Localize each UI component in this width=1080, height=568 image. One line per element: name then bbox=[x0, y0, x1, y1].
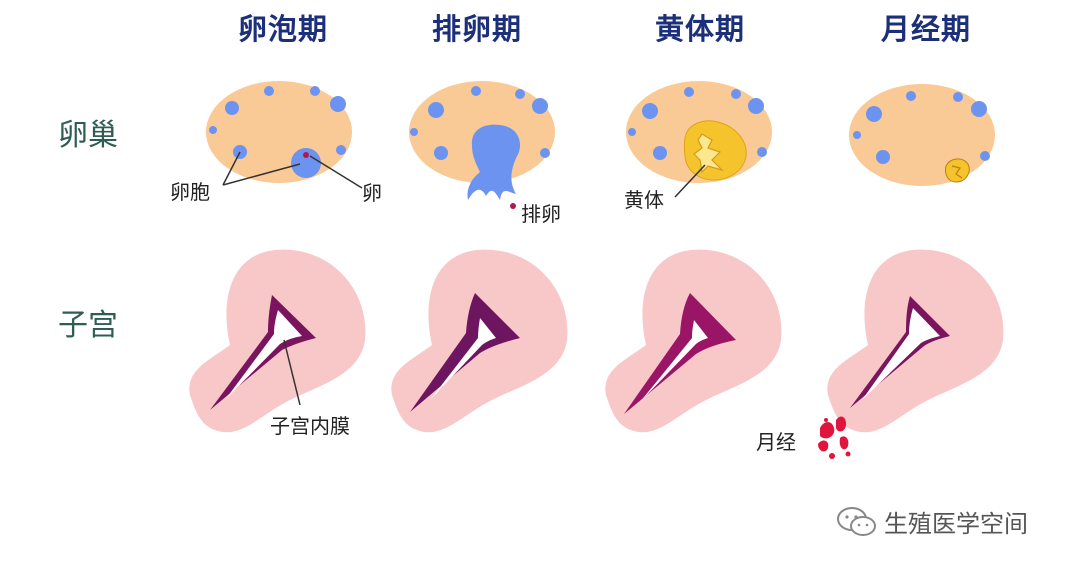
follicle bbox=[684, 87, 694, 97]
follicle-dominant bbox=[291, 148, 321, 178]
follicle bbox=[757, 147, 767, 157]
follicle bbox=[540, 148, 550, 158]
follicle bbox=[434, 146, 448, 160]
follicle bbox=[209, 126, 217, 134]
egg bbox=[510, 203, 516, 209]
uterus-menstrual bbox=[818, 249, 1004, 459]
phase-title-menstrual: 月经期 bbox=[880, 12, 971, 46]
follicle bbox=[853, 131, 861, 139]
follicle bbox=[971, 101, 987, 117]
follicle bbox=[953, 92, 963, 102]
label-menstruation: 月经 bbox=[756, 430, 796, 454]
ovary-follicular bbox=[206, 81, 363, 189]
menstrual-blood bbox=[818, 416, 851, 459]
follicle bbox=[876, 150, 890, 164]
egg bbox=[303, 152, 309, 158]
label-corpus-luteum: 黄体 bbox=[624, 188, 664, 212]
follicle bbox=[330, 96, 346, 112]
follicle bbox=[471, 86, 481, 96]
watermark-text: 生殖医学空间 bbox=[884, 510, 1028, 538]
uterus-luteal bbox=[605, 249, 782, 433]
uterus-ovulation bbox=[391, 249, 568, 433]
follicle bbox=[653, 146, 667, 160]
follicle bbox=[410, 128, 418, 136]
row-label-uterus: 子宫 bbox=[58, 308, 118, 343]
phase-title-luteal: 黄体期 bbox=[654, 12, 745, 46]
label-endometrium: 子宫内膜 bbox=[270, 414, 350, 438]
corpus-albicans bbox=[945, 158, 970, 183]
follicle bbox=[731, 89, 741, 99]
ovary-luteal bbox=[626, 81, 772, 198]
follicle bbox=[264, 86, 274, 96]
ovary-ovulation bbox=[409, 81, 555, 209]
uterus-follicular bbox=[189, 249, 366, 433]
endometrium bbox=[410, 293, 520, 412]
wechat-icon bbox=[837, 506, 876, 536]
follicle bbox=[980, 151, 990, 161]
follicle bbox=[515, 89, 525, 99]
follicle bbox=[642, 103, 658, 119]
label-ovulation: 排卵 bbox=[521, 202, 561, 226]
ovary-menstrual bbox=[849, 84, 995, 186]
follicle bbox=[310, 86, 320, 96]
follicle bbox=[225, 101, 239, 115]
follicle bbox=[428, 102, 444, 118]
follicle bbox=[866, 106, 882, 122]
follicle bbox=[532, 98, 548, 114]
phase-title-ovulation: 排卵期 bbox=[431, 12, 522, 46]
label-egg: 卵 bbox=[362, 181, 382, 205]
phase-title-follicular: 卵泡期 bbox=[237, 12, 328, 46]
follicle bbox=[748, 98, 764, 114]
watermark: 生殖医学空间 bbox=[836, 504, 1028, 539]
ruptured-follicle bbox=[467, 124, 521, 200]
label-follicle: 卵胞 bbox=[170, 180, 210, 204]
follicle bbox=[336, 145, 346, 155]
row-label-ovary: 卵巢 bbox=[58, 118, 118, 153]
follicle bbox=[628, 128, 636, 136]
follicle bbox=[906, 91, 916, 101]
